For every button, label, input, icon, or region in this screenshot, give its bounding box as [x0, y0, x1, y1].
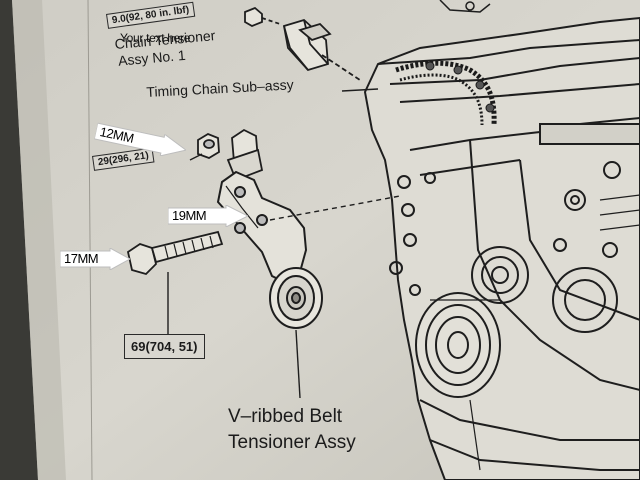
overlay-text-label: Your text here	[120, 31, 191, 45]
callout-arrow-icon	[93, 122, 188, 157]
page-shadow	[12, 0, 66, 480]
chain-tensioner-assembly	[244, 6, 361, 81]
callout-19mm: 19MM	[168, 205, 248, 227]
bracket-mount-dashed	[269, 195, 401, 221]
engine-block	[363, 16, 640, 480]
nut-12mm	[197, 132, 220, 159]
callout-19mm-text: 19MM	[172, 208, 207, 223]
belt-tensioner-leader	[295, 329, 301, 399]
page-fold-line	[87, 0, 93, 480]
callout-arrow-icon	[168, 205, 248, 227]
belt-tensioner-label: V–ribbed Belt Tensioner Assy	[228, 404, 356, 456]
torque-29-leader	[189, 153, 203, 161]
belt-tensioner-label-line2: Tensioner Assy	[228, 432, 356, 453]
timing-chain-leader	[341, 88, 379, 92]
upper-right-fragment	[439, 0, 491, 13]
belt-tensioner-label-line1: V–ribbed Belt	[228, 406, 343, 427]
callout-17mm-text: 17MM	[64, 251, 99, 266]
torque-label-bolt: 69(704, 51)	[124, 334, 205, 359]
callout-arrow-icon	[60, 248, 130, 270]
idler-pulley	[269, 267, 323, 329]
callout-12mm: 12MM	[93, 120, 189, 161]
timing-chain	[395, 60, 497, 126]
callout-17mm: 17MM	[60, 248, 130, 270]
long-bolt	[126, 230, 224, 276]
